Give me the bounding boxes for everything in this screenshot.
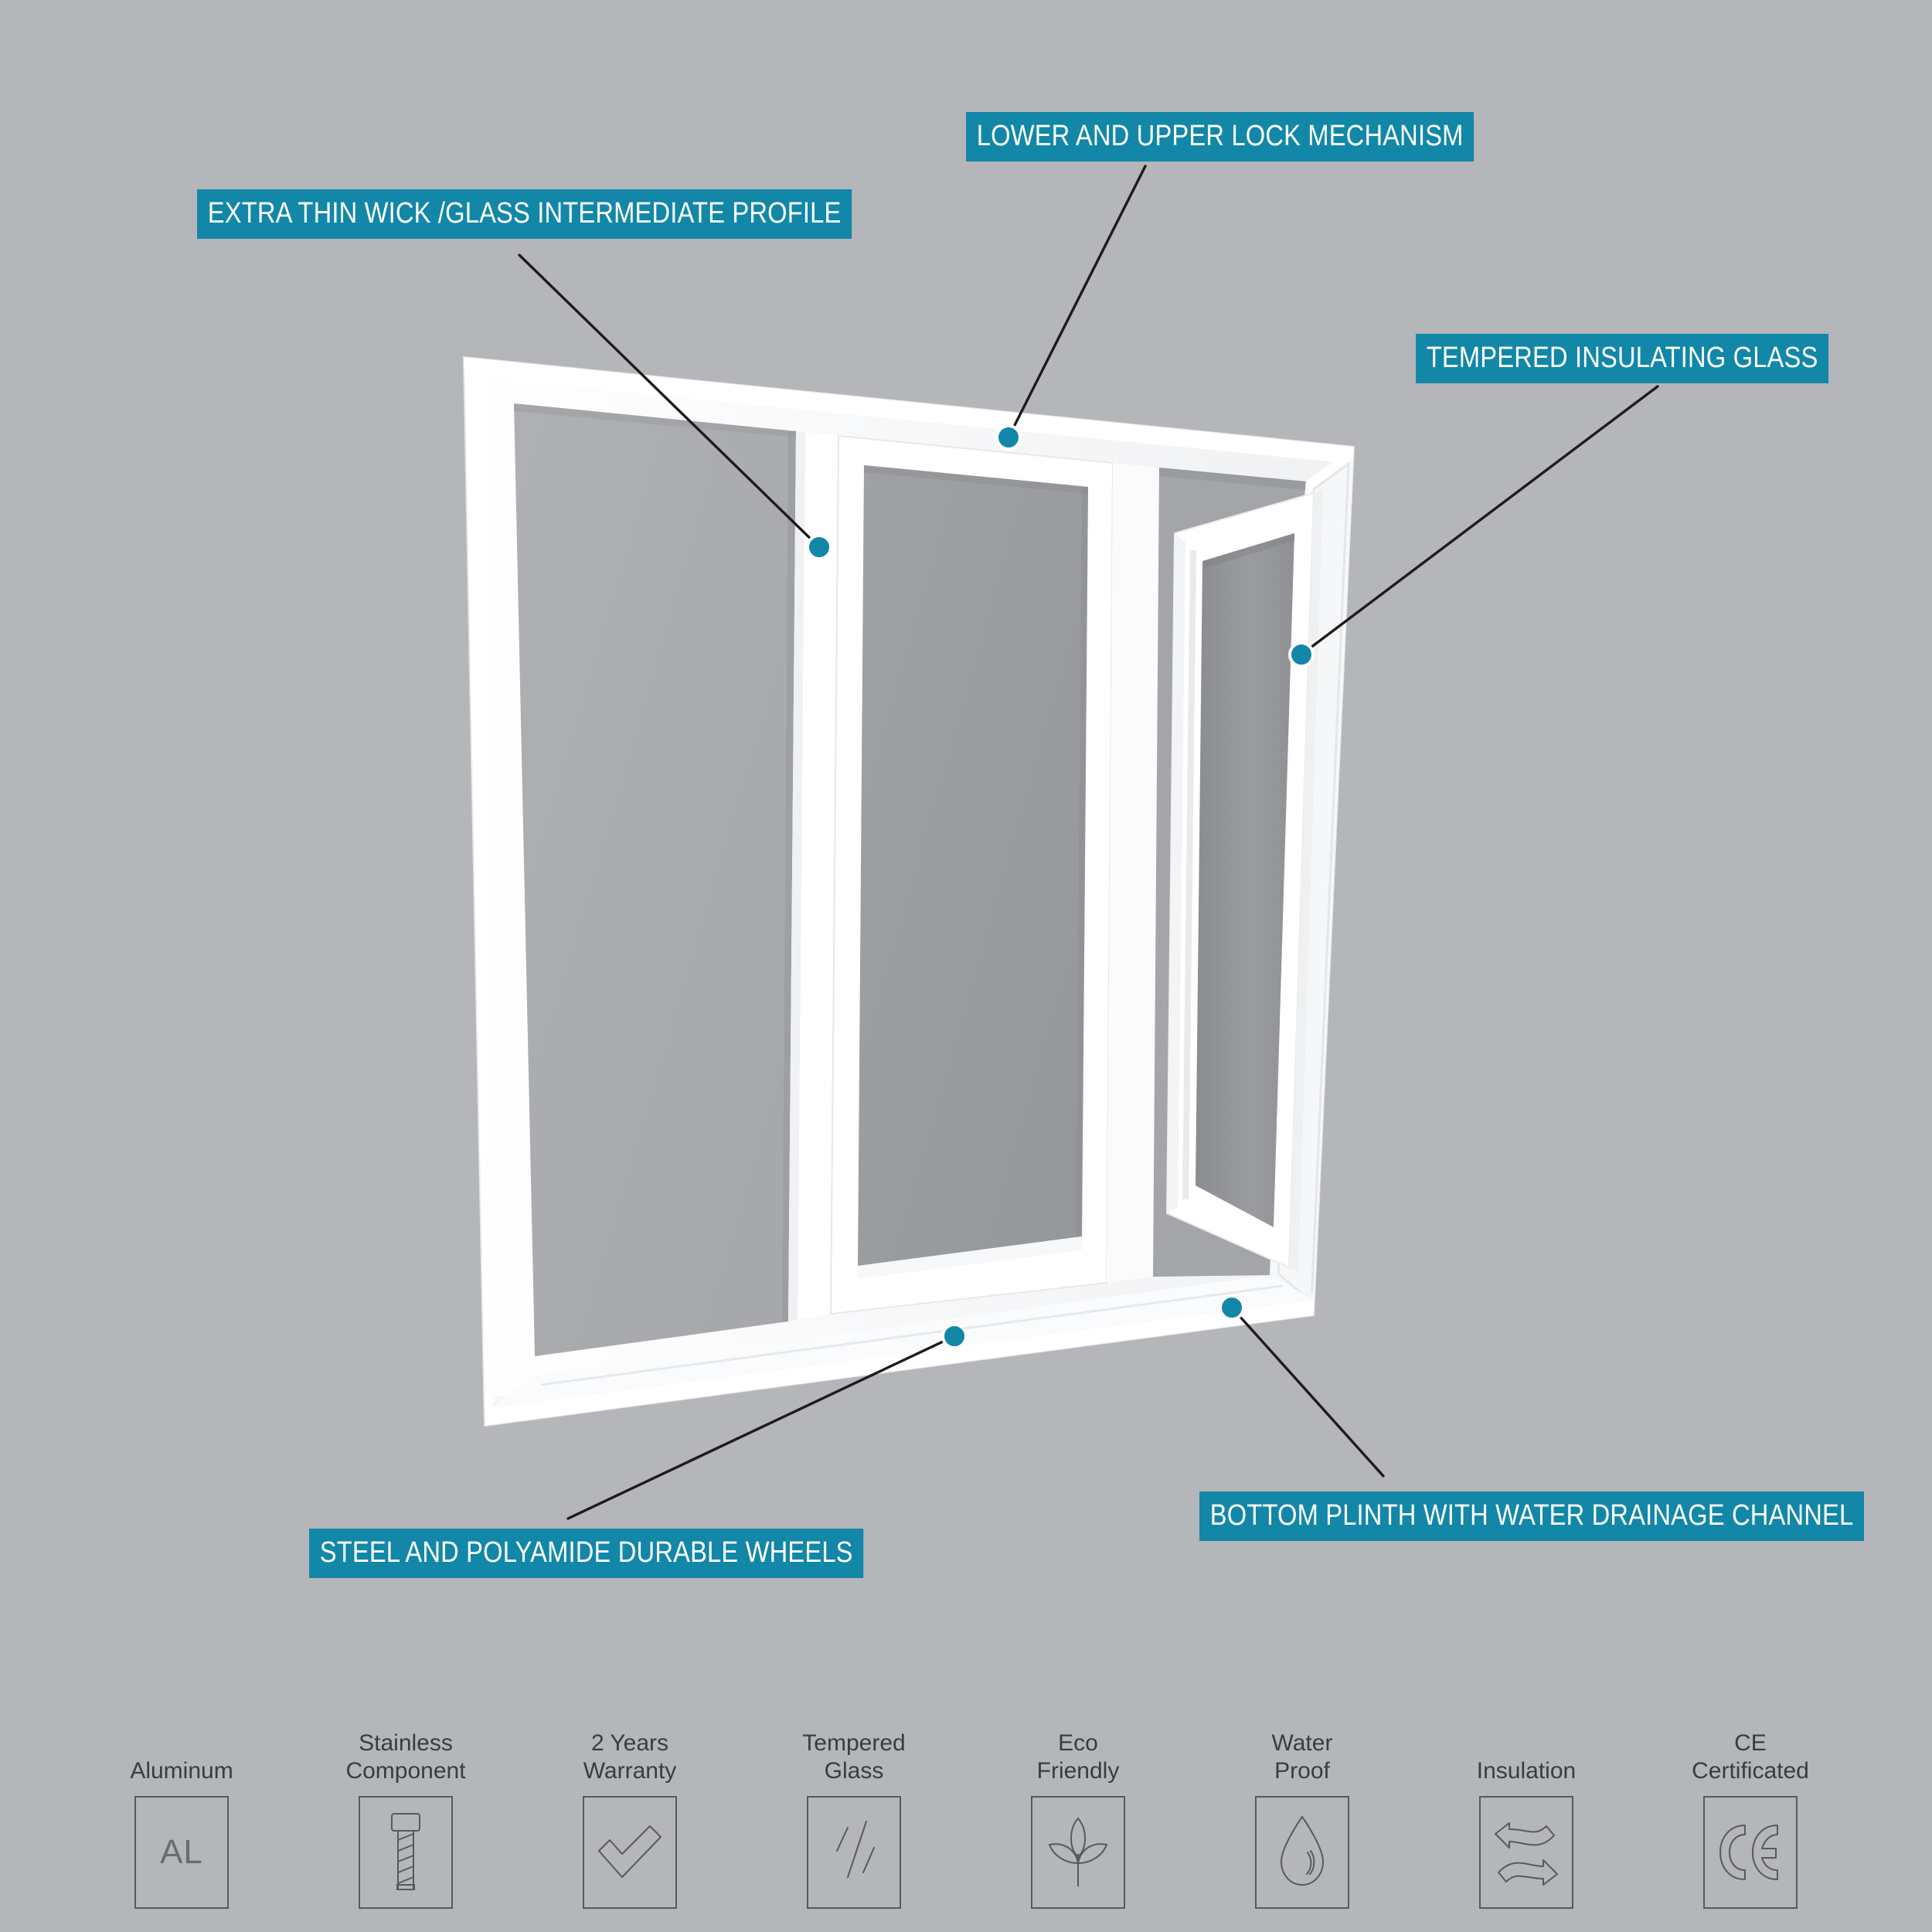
feature-warranty: 2 Years Warranty [541, 1728, 719, 1909]
feature-label-insulation: Insulation [1476, 1758, 1577, 1784]
callout-intermediate-profile[interactable]: EXTRA THIN WICK /GLASS INTERMEDIATE PROF… [197, 189, 852, 239]
feature-label-aluminum: Aluminum [130, 1758, 233, 1784]
water-drop-icon-box [1255, 1796, 1349, 1909]
feature-label-warranty: 2 Years Warranty [583, 1730, 677, 1784]
middle-sliding-panel [829, 434, 1114, 1315]
glass-shine-icon [836, 1821, 875, 1878]
anchor-dot-intermediate-profile [806, 534, 832, 560]
feature-label-tempered-glass: Tempered Glass [802, 1730, 906, 1784]
al-symbol-text: AL [160, 1833, 203, 1871]
checkmark-icon [598, 1825, 662, 1878]
leader-line-durable-wheels [566, 1335, 956, 1520]
leader-line-lock-mechanism [1007, 165, 1147, 439]
bolt-icon-box [359, 1796, 453, 1909]
feature-eco-friendly: Eco Friendly [989, 1728, 1167, 1909]
feature-tempered-glass: Tempered Glass [765, 1728, 943, 1909]
callout-tempered-insulating-glass[interactable]: TEMPERED INSULATING GLASS [1416, 334, 1829, 383]
water-drop-icon [1280, 1815, 1325, 1886]
feature-aluminum: Aluminum AL [93, 1728, 270, 1909]
ce-mark-icon [1719, 1825, 1778, 1880]
leader-line-tempered-glass [1300, 385, 1659, 656]
leader-line-intermediate-profile [518, 253, 821, 549]
feature-ce-certificated: CE Certificated [1662, 1728, 1839, 1909]
airflow-arrows-icon-box [1479, 1796, 1573, 1909]
anchor-dot-lock-mechanism [995, 424, 1022, 451]
ce-mark-icon-box [1703, 1796, 1798, 1909]
callout-lock-mechanism[interactable]: LOWER AND UPPER LOCK MECHANISM [966, 112, 1475, 162]
callout-water-drainage-channel[interactable]: BOTTOM PLINTH WITH WATER DRAINAGE CHANNE… [1199, 1492, 1865, 1541]
glass-shine-icon-box [807, 1796, 901, 1909]
leaf-icon-box [1031, 1796, 1125, 1909]
intermediate-profile-mullion [788, 431, 838, 1321]
anchor-dot-tempered-glass [1288, 641, 1315, 668]
feature-label-water-proof: Water Proof [1271, 1730, 1333, 1784]
feature-water-proof: Water Proof [1213, 1728, 1391, 1909]
checkmark-icon-box [583, 1796, 677, 1909]
feature-label-stainless-component: Stainless Component [345, 1730, 466, 1784]
callout-durable-wheels[interactable]: STEEL AND POLYAMIDE DURABLE WHEELS [309, 1529, 864, 1578]
anchor-dots [806, 424, 1315, 1349]
feature-insulation: Insulation [1437, 1728, 1615, 1909]
airflow-arrows-icon [1495, 1822, 1558, 1886]
aluminum-al-icon: AL [134, 1796, 229, 1909]
leader-lines [518, 165, 1659, 1520]
feature-label-ce-certificated: CE Certificated [1692, 1730, 1809, 1784]
feature-label-eco-friendly: Eco Friendly [1036, 1730, 1120, 1784]
anchor-dot-durable-wheels [941, 1323, 968, 1349]
right-sash-panel-open [1165, 489, 1323, 1272]
feature-badge-strip: Aluminum AL Stainless Component [93, 1692, 1839, 1909]
leaf-icon [1048, 1817, 1108, 1886]
feature-stainless-component: Stainless Component [317, 1728, 495, 1909]
bolt-icon [391, 1813, 420, 1890]
left-fixed-panel [514, 403, 796, 1356]
leader-line-drainage-channel [1230, 1306, 1385, 1478]
right-jamb-profile [1107, 463, 1159, 1283]
anchor-dot-drainage-channel [1219, 1294, 1245, 1321]
